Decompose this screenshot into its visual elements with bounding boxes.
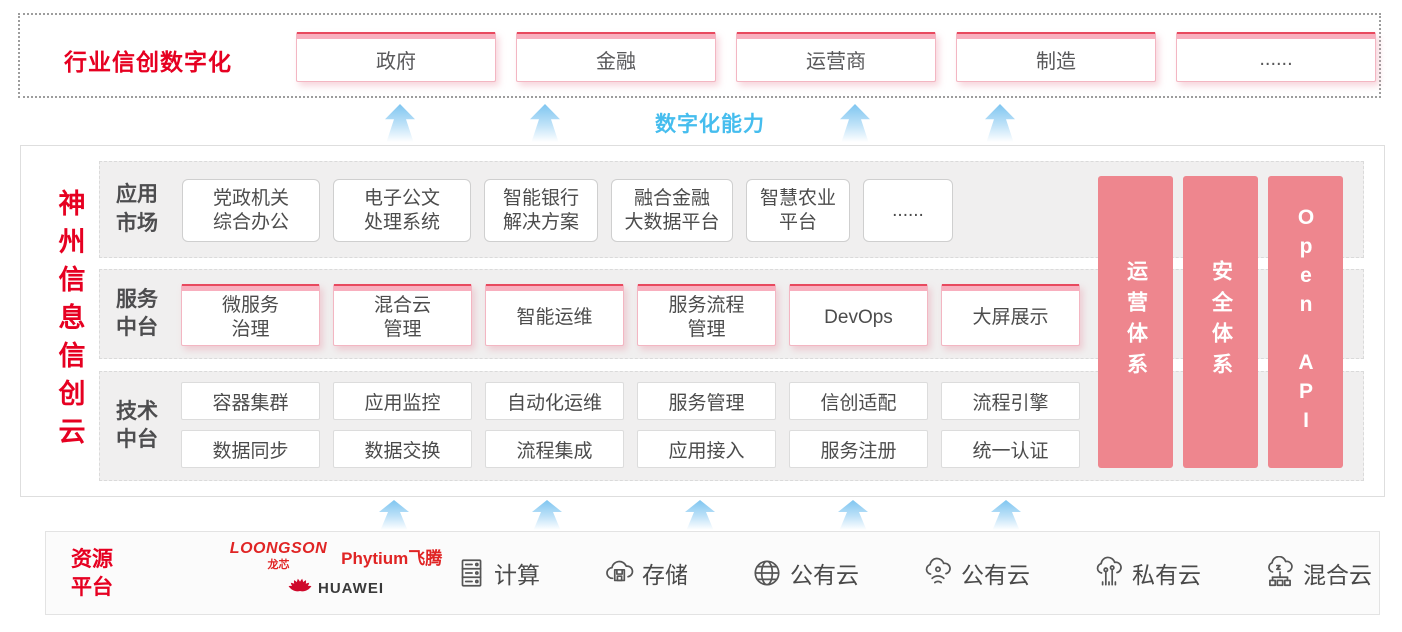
tech-chip: 统一认证 bbox=[941, 430, 1080, 468]
app-chip: 融合金融大数据平台 bbox=[611, 179, 733, 242]
pillar-open-api: Open API bbox=[1268, 176, 1343, 468]
capability-label: 数字化能力 bbox=[655, 113, 765, 136]
service-chip: 服务流程管理 bbox=[637, 284, 776, 346]
tech-chip: 数据同步 bbox=[181, 430, 320, 468]
app-chip: 智慧农业平台 bbox=[746, 179, 850, 242]
app-market-label: 应用 市场 bbox=[116, 183, 158, 235]
industry-chip-government: 政府 bbox=[296, 32, 496, 82]
resource-private-cloud: 私有云 bbox=[1092, 556, 1201, 590]
app-chip: 党政机关综合办公 bbox=[182, 179, 320, 242]
industry-chip-manufacturing: 制造 bbox=[956, 32, 1156, 82]
up-arrow-icon bbox=[991, 500, 1021, 530]
up-arrow-icon bbox=[840, 104, 870, 142]
industry-chip-row: 政府 金融 运营商 制造 ...... bbox=[296, 32, 1376, 82]
tech-chip: 流程集成 bbox=[485, 430, 624, 468]
service-chip: 智能运维 bbox=[485, 284, 624, 346]
service-platform-label: 服务 中台 bbox=[116, 287, 158, 339]
tech-platform-label: 技术 中台 bbox=[116, 399, 158, 451]
app-market-chips: 党政机关综合办公 电子公文处理系统 智能银行解决方案 融合金融大数据平台 智慧农… bbox=[182, 179, 953, 242]
pillar-operations-system: 运营体系 bbox=[1098, 176, 1173, 468]
app-chip-more: ...... bbox=[863, 179, 953, 242]
up-arrow-icon bbox=[530, 104, 560, 142]
service-chips: 微服务治理 混合云管理 智能运维 服务流程管理 DevOps 大屏展示 bbox=[181, 284, 1080, 346]
up-arrow-icon bbox=[838, 500, 868, 530]
tech-chip: 应用接入 bbox=[637, 430, 776, 468]
tech-chip: 信创适配 bbox=[789, 382, 928, 420]
app-chip: 电子公文处理系统 bbox=[333, 179, 471, 242]
up-arrow-icon bbox=[985, 104, 1015, 142]
public-cloud-icon bbox=[925, 557, 951, 584]
resource-platform-band: 资源 平台 LOONGSON 龙芯 Phytium飞腾 bbox=[45, 531, 1380, 615]
loongson-logo: LOONGSON 龙芯 bbox=[229, 540, 328, 571]
resource-hybrid-cloud: 混合云 bbox=[1263, 556, 1372, 590]
tech-chip: 服务注册 bbox=[789, 430, 928, 468]
tech-chip: 流程引擎 bbox=[941, 382, 1080, 420]
storage-icon bbox=[606, 560, 634, 582]
tech-chip: 数据交换 bbox=[333, 430, 472, 468]
industry-band-title: 行业信创数字化 bbox=[64, 49, 232, 75]
phytium-logo: Phytium飞腾 bbox=[341, 548, 443, 568]
up-arrow-icon bbox=[379, 500, 409, 530]
industry-digitalization-band: 行业信创数字化 政府 金融 运营商 制造 ...... bbox=[18, 13, 1381, 98]
tech-chips-bottom: 数据同步 数据交换 流程集成 应用接入 服务注册 统一认证 bbox=[181, 430, 1080, 468]
service-chip: 微服务治理 bbox=[181, 284, 320, 346]
up-arrow-icon bbox=[385, 104, 415, 142]
resource-storage: 存储 bbox=[602, 556, 688, 590]
industry-chip-more: ...... bbox=[1176, 32, 1376, 82]
tech-chip: 服务管理 bbox=[637, 382, 776, 420]
up-arrow-icon bbox=[685, 500, 715, 530]
resource-compute: 计算 bbox=[454, 556, 540, 590]
app-market-row: 应用 市场 党政机关综合办公 电子公文处理系统 智能银行解决方案 融合金融大数据… bbox=[99, 161, 1364, 258]
resource-network: 公有云 bbox=[750, 556, 859, 590]
service-chip: 混合云管理 bbox=[333, 284, 472, 346]
pillar-security-system: 安全体系 bbox=[1183, 176, 1258, 468]
tech-platform-row: 技术 中台 容器集群 应用监控 自动化运维 服务管理 信创适配 流程引擎 数据同… bbox=[99, 371, 1364, 481]
tech-chip: 自动化运维 bbox=[485, 382, 624, 420]
up-arrow-icon bbox=[532, 500, 562, 530]
tech-chip: 应用监控 bbox=[333, 382, 472, 420]
cloud-platform-box: 神州信息信创云 应用 市场 党政机关综合办公 电子公文处理系统 智能银行解决方案… bbox=[20, 145, 1385, 497]
tech-chip: 容器集群 bbox=[181, 382, 320, 420]
tech-chips-top: 容器集群 应用监控 自动化运维 服务管理 信创适配 流程引擎 bbox=[181, 382, 1080, 420]
resource-platform-title: 资源 平台 bbox=[71, 548, 113, 600]
platform-vertical-title: 神州信息信创云 bbox=[54, 189, 85, 455]
resource-public-cloud: 公有云 bbox=[921, 556, 1030, 590]
service-chip: DevOps bbox=[789, 284, 928, 346]
app-chip: 智能银行解决方案 bbox=[484, 179, 598, 242]
resource-items: 计算 存储 公有云 bbox=[454, 532, 1372, 614]
private-cloud-icon bbox=[1096, 556, 1122, 586]
network-icon bbox=[754, 560, 780, 586]
industry-chip-telecom: 运营商 bbox=[736, 32, 936, 82]
hybrid-cloud-icon bbox=[1268, 556, 1293, 587]
compute-icon bbox=[461, 559, 482, 587]
vendor-logos: LOONGSON 龙芯 Phytium飞腾 bbox=[206, 540, 466, 600]
huawei-logo: HUAWEI bbox=[288, 576, 384, 600]
huawei-flower-icon bbox=[288, 578, 312, 592]
service-chip: 大屏展示 bbox=[941, 284, 1080, 346]
service-platform-row: 服务 中台 微服务治理 混合云管理 智能运维 服务流程管理 DevOps bbox=[99, 269, 1364, 359]
industry-chip-finance: 金融 bbox=[516, 32, 716, 82]
